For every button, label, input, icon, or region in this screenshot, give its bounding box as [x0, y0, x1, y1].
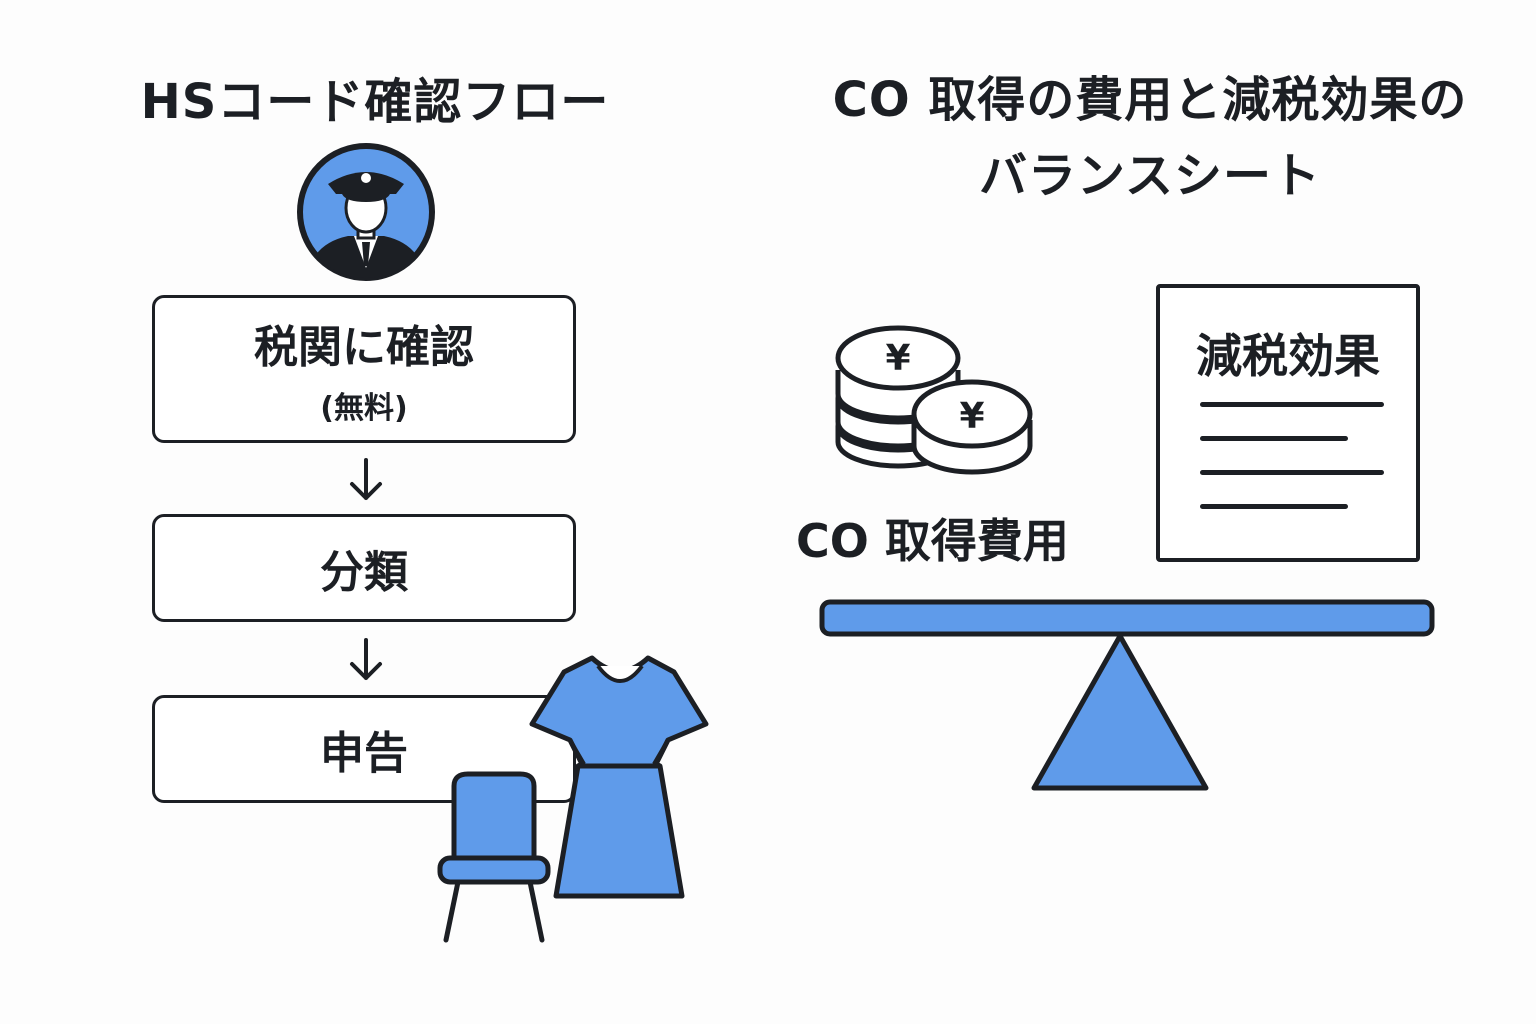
yen-coins-icon: ¥ ¥ — [835, 325, 1033, 475]
customs-officer-icon — [297, 143, 435, 281]
arrow-down-icon — [350, 458, 382, 500]
flow-step-confirm: 税関に確認 (無料) — [152, 295, 576, 443]
yen-symbol: ¥ — [885, 338, 910, 379]
document-icon: 減税効果 — [1156, 284, 1420, 562]
chair-icon — [437, 771, 551, 943]
seesaw-icon — [819, 599, 1435, 791]
co-cost-label: CO 取得費用 — [796, 514, 1069, 568]
document-line — [1200, 402, 1384, 407]
flow-step-label: 申告 — [320, 728, 408, 779]
tax-benefit-label: 減税効果 — [1196, 329, 1380, 383]
document-line — [1200, 436, 1348, 441]
flow-step-label: 税関に確認 — [254, 322, 474, 373]
balance-title-line1: CO 取得の費用と減税効果の — [832, 72, 1468, 128]
balance-title: CO 取得の費用と減税効果の バランスシート — [800, 62, 1500, 214]
arrow-down-icon — [350, 638, 382, 680]
balance-title-line2: バランスシート — [978, 148, 1322, 204]
document-line — [1200, 470, 1384, 475]
yen-symbol: ¥ — [959, 396, 984, 437]
flow-step-label: 分類 — [320, 547, 408, 598]
flow-step-note: (無料) — [320, 391, 408, 426]
flow-title: HSコード確認フロー — [140, 74, 610, 130]
dress-icon — [529, 655, 709, 899]
document-line — [1200, 504, 1348, 509]
flow-step-classify: 分類 — [152, 514, 576, 622]
